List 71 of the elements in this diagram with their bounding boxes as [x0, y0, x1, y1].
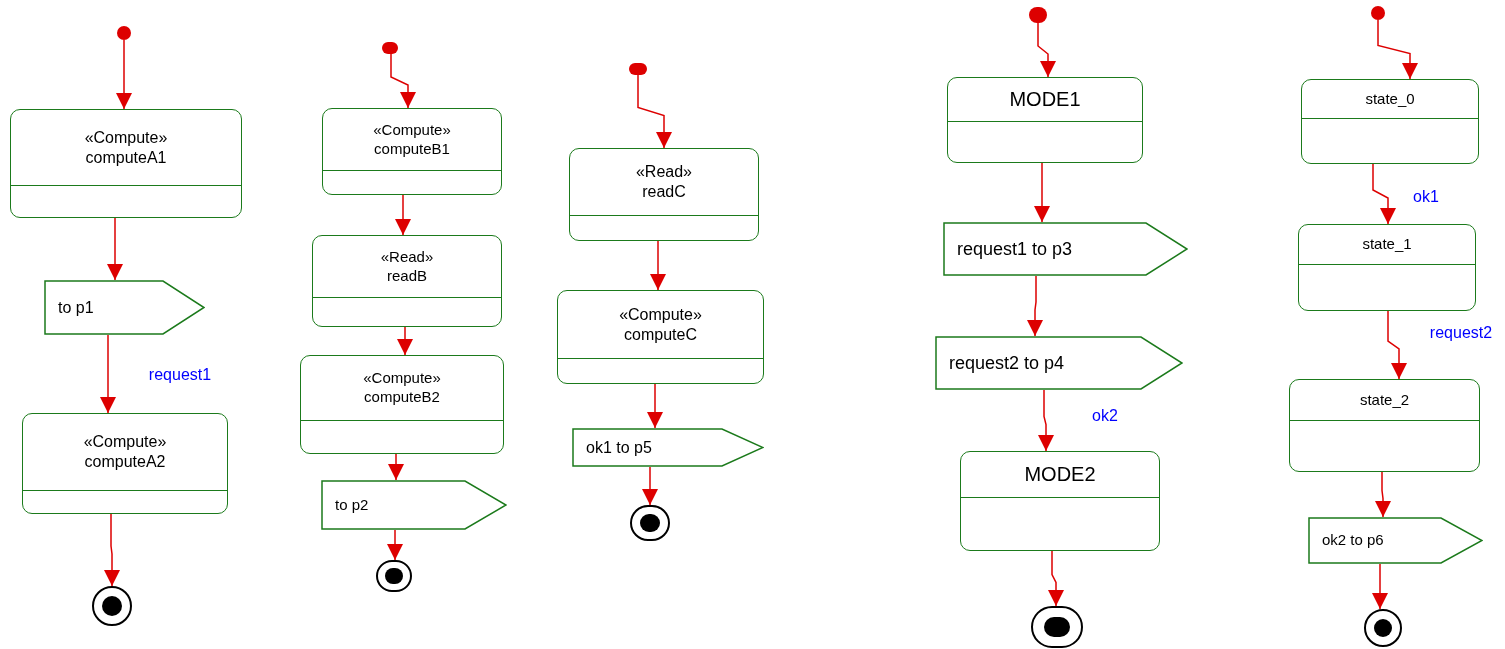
signal-label: to p1 [57, 297, 94, 318]
transition-arrow [390, 53, 416, 109]
state-box [300, 355, 504, 454]
state-box [22, 413, 228, 514]
final-state-symbol [630, 505, 670, 541]
state-box [1298, 224, 1476, 311]
transition-arrow [395, 194, 411, 236]
stereotype-label: «Compute» [363, 369, 441, 388]
transition-arrow [1377, 19, 1418, 80]
state-box [312, 235, 502, 327]
stereotype-label: «Compute» [619, 304, 702, 325]
signal-label: request1 to p3 [956, 237, 1073, 261]
state-name: readC [642, 182, 686, 202]
final-state-symbol [1031, 606, 1083, 648]
state-name: readB [387, 266, 427, 286]
transition-arrow [1387, 310, 1407, 380]
stereotype-label: «Compute» [83, 432, 167, 452]
signal-label: ok1 to p5 [585, 437, 652, 458]
transition-arrow [1027, 275, 1043, 337]
final-state-symbol [376, 560, 412, 592]
send-signal-shape [935, 336, 1183, 390]
send-signal-shape [943, 222, 1188, 276]
transition-arrow [647, 383, 663, 429]
state-box [10, 109, 242, 218]
transition-arrow [1048, 550, 1064, 607]
transition-arrow [397, 326, 413, 356]
signal-label: request2 to p4 [948, 351, 1065, 375]
state-box [569, 148, 759, 241]
transition-arrow [1375, 471, 1391, 518]
stereotype-label: «Compute» [373, 120, 451, 140]
send-signal-shape [44, 280, 205, 335]
signal-label: to p2 [334, 494, 369, 515]
transition-arrow [650, 240, 666, 291]
transition-arrow [637, 74, 672, 149]
state-box [322, 108, 502, 195]
transition-arrow [1372, 163, 1396, 225]
state-box [1289, 379, 1480, 472]
send-signal-shape [572, 428, 764, 467]
state-box [557, 290, 764, 384]
final-state-symbol [92, 586, 132, 626]
state-box [960, 451, 1160, 551]
transition-arrow [100, 334, 116, 414]
send-signal-shape [321, 480, 507, 530]
transition-arrow [107, 217, 123, 281]
state-box [1301, 79, 1479, 164]
state-name: computeC [624, 324, 697, 345]
state-name: MODE1 [1009, 87, 1081, 112]
transition-arrow [116, 39, 132, 110]
transition-arrow [642, 466, 658, 506]
state-name: state_0 [1365, 89, 1415, 109]
send-signal-shape [1308, 517, 1483, 564]
final-state-symbol [1364, 609, 1402, 647]
transition-arrow [104, 513, 120, 587]
signal-label: ok2 to p6 [1321, 530, 1384, 551]
transition-arrow [388, 453, 404, 481]
transition-arrow [1034, 162, 1050, 223]
state-name: computeB1 [374, 139, 450, 159]
transition-arrow [1037, 22, 1056, 78]
transition-arrow [1038, 389, 1054, 452]
transition-arrow [387, 529, 403, 561]
state-name: computeB2 [364, 388, 440, 407]
state-name: state_2 [1359, 390, 1410, 410]
state-name: state_1 [1362, 235, 1412, 254]
state-name: MODE2 [1024, 462, 1096, 487]
state-name: computeA1 [85, 147, 167, 168]
stereotype-label: «Read» [635, 162, 692, 182]
state-name: computeA2 [84, 452, 166, 472]
stereotype-label: «Read» [380, 247, 434, 267]
stereotype-label: «Compute» [84, 127, 168, 148]
transition-arrow [1372, 563, 1388, 610]
state-box [947, 77, 1143, 163]
